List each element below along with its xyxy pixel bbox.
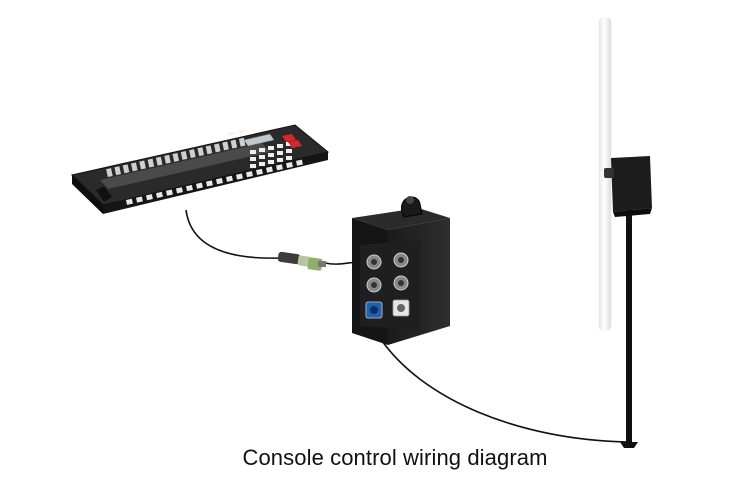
console-keypad-button <box>286 142 292 146</box>
led-tube-light-on-stand-icon <box>598 17 652 448</box>
dmx-control-box-icon <box>352 196 450 345</box>
console-button <box>266 166 273 173</box>
fader-knob <box>114 166 121 176</box>
console-button <box>225 175 233 182</box>
console-display <box>243 133 275 147</box>
console-button <box>255 168 263 175</box>
xlr-connector-icon <box>277 251 326 271</box>
console-keypad-button <box>286 149 292 153</box>
fader-knob <box>106 168 113 178</box>
console-keypad-button <box>277 151 283 155</box>
fader-knob <box>230 139 238 149</box>
fader-knob <box>147 158 155 168</box>
console-keypad-button <box>259 155 265 159</box>
console-button <box>156 191 163 198</box>
fader-knob <box>205 145 213 155</box>
console-button <box>176 187 183 194</box>
console-button <box>146 194 153 201</box>
stand-pole <box>626 206 632 442</box>
stand-base <box>620 442 638 448</box>
console-button <box>166 189 173 196</box>
console-brand-label: DMX 384 <box>227 128 245 137</box>
console-button <box>206 180 213 187</box>
fader-knob <box>139 160 146 170</box>
console-keypad-button <box>250 157 256 161</box>
cable-box-to-light <box>377 334 629 443</box>
console-button <box>236 173 243 180</box>
console-keypad-button <box>259 148 265 152</box>
console-keypad-button <box>268 146 274 150</box>
fader-knob <box>222 141 229 151</box>
console-button <box>185 184 193 192</box>
console-red-button <box>288 140 302 148</box>
console-buttons <box>126 142 303 205</box>
console-red-button <box>282 134 296 142</box>
console-keypad-button <box>286 156 292 160</box>
diagram-caption: Console control wiring diagram <box>242 445 548 470</box>
fader-knob <box>155 156 163 166</box>
console-keypad-button <box>259 162 265 166</box>
console-keypad-button <box>277 158 283 162</box>
fader-knob <box>131 162 138 172</box>
fader-knob <box>172 152 180 162</box>
dmx-console-icon: DMX 384 <box>70 124 330 214</box>
cable-console-to-connector <box>185 209 281 259</box>
console-keypad-button <box>250 164 256 168</box>
console-keypad-button <box>250 150 256 154</box>
console-button <box>126 198 133 205</box>
fader-knob <box>214 143 221 153</box>
console-keypad-button <box>268 153 274 157</box>
fader-knob <box>197 147 204 157</box>
mount-box <box>611 156 652 212</box>
fader-knob <box>122 164 130 174</box>
fader-knob <box>180 151 188 160</box>
console-keypad-button <box>277 144 283 148</box>
console-button <box>246 171 253 178</box>
console-button <box>216 178 223 185</box>
console-button <box>276 164 283 171</box>
console-button <box>196 182 203 189</box>
console-faders <box>106 137 246 178</box>
console-keypad-button <box>268 160 274 164</box>
console-button <box>136 196 143 203</box>
console-button <box>296 159 303 166</box>
fader-knob <box>164 154 171 164</box>
console-button <box>285 161 293 169</box>
fader-knob <box>189 149 196 159</box>
